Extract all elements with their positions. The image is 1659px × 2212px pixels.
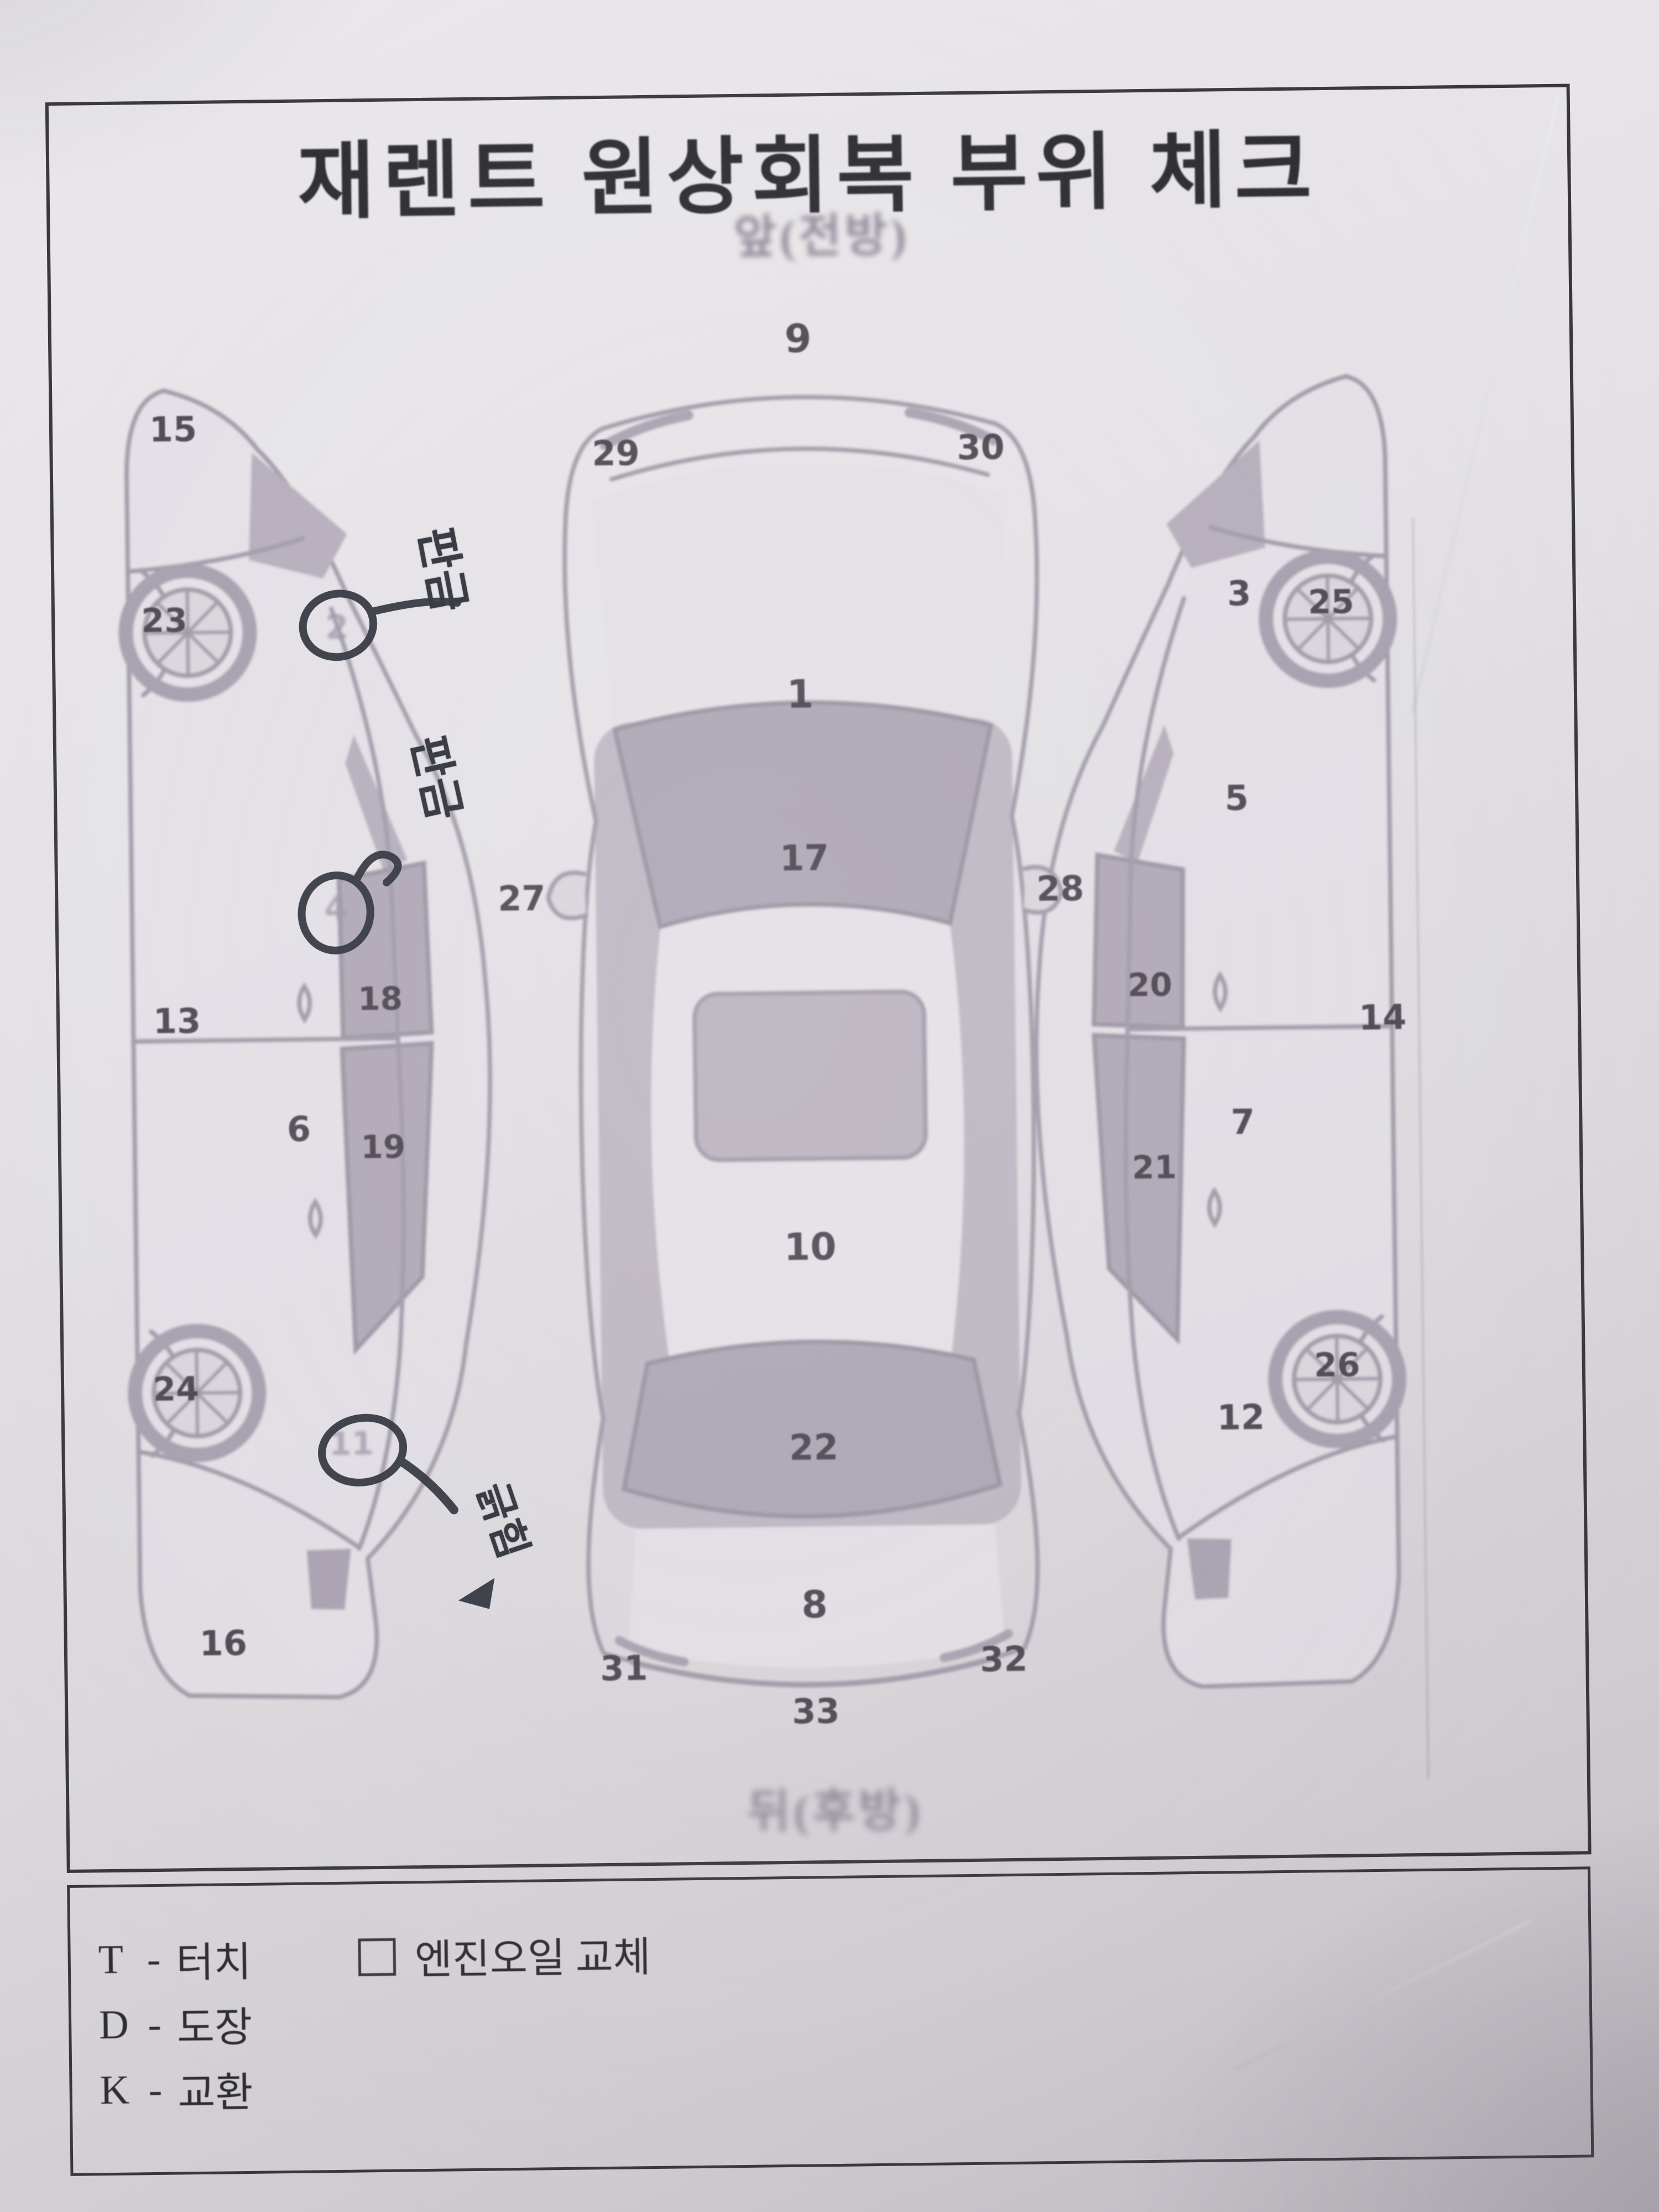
legend-code: T xyxy=(98,1937,124,1983)
engine-oil-label: 엔진오일 교체 xyxy=(414,1935,651,1984)
legend-box: T - 터치 엔진오일 교체 D - 도장 K - 교환 xyxy=(67,1866,1594,2176)
legend-code: D xyxy=(98,2002,129,2048)
hand-arrowhead xyxy=(458,1578,495,1609)
hand-circle-around-11 xyxy=(318,1413,408,1486)
hand-circle-tail-2 xyxy=(368,597,461,616)
legend-label: 터치 xyxy=(176,1939,252,1986)
hand-circle-around-4 xyxy=(298,871,374,954)
legend-separator: - xyxy=(147,2001,162,2048)
legend-label: 교환 xyxy=(177,2070,254,2117)
legend-code: K xyxy=(100,2067,130,2114)
engine-oil-checkbox[interactable] xyxy=(358,1938,397,1976)
legend-separator: - xyxy=(148,2067,163,2113)
hand-circle-tail-11 xyxy=(395,1456,458,1515)
engine-oil-item: 엔진오일 교체 xyxy=(358,1924,651,1986)
hand-circle-curl-4 xyxy=(353,851,402,886)
legend-item-paint: D - 도장 xyxy=(99,1994,253,2055)
legend-label: 도장 xyxy=(176,2005,253,2052)
legend-separator: - xyxy=(147,1936,161,1983)
legend-item-replace: K - 교환 xyxy=(100,2059,253,2120)
legend-item-touch: T - 터치 xyxy=(98,1929,252,1990)
hand-circle-around-2 xyxy=(299,589,377,661)
